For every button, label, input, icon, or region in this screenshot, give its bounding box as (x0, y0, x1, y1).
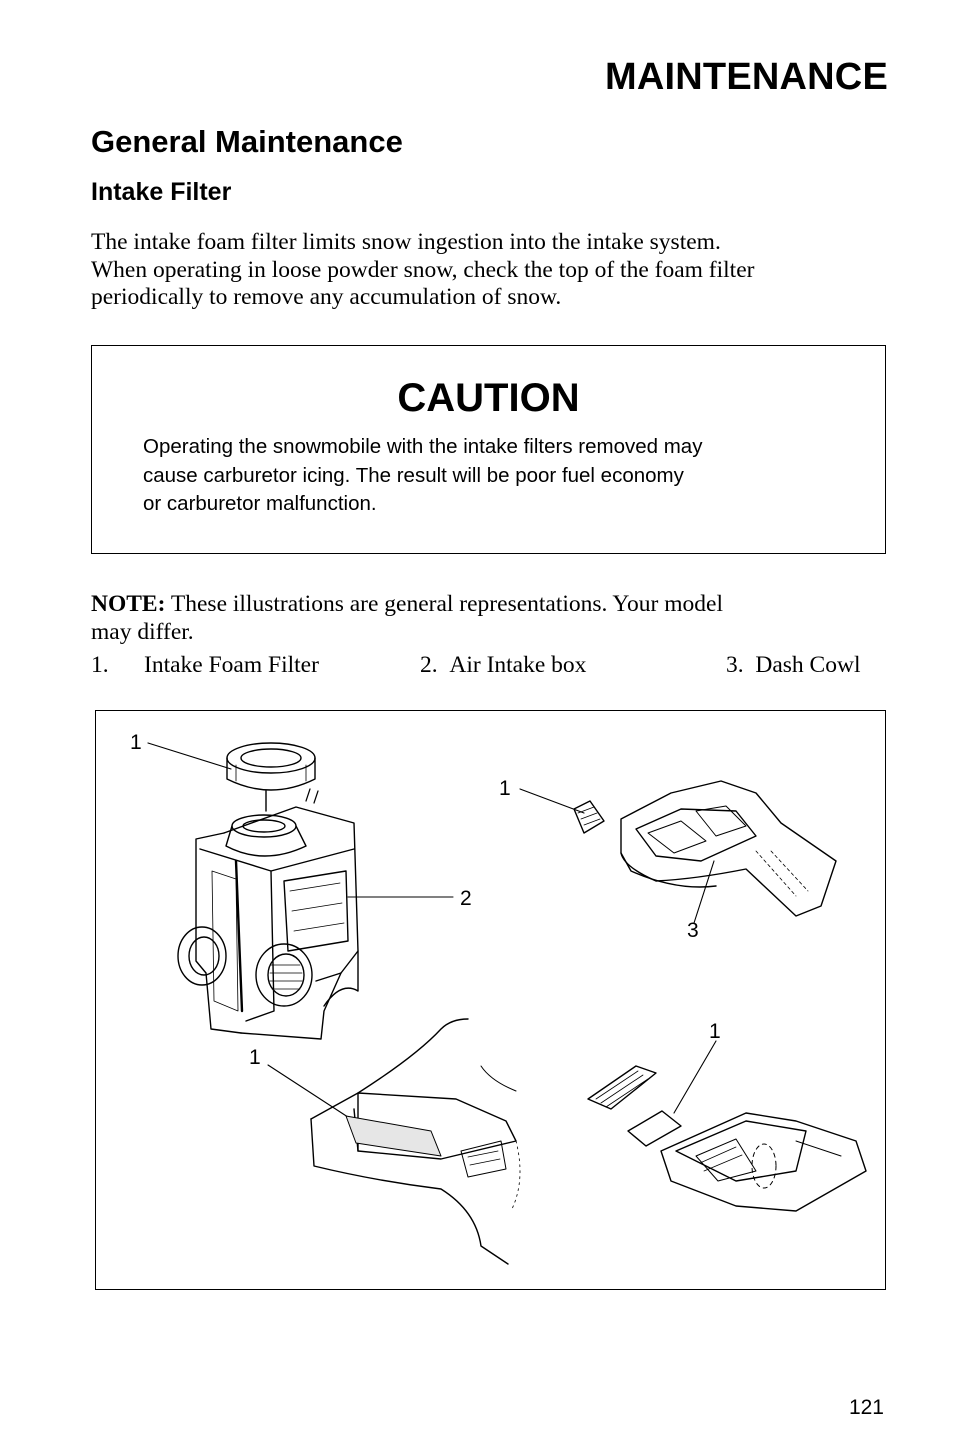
page-number: 121 (848, 1396, 884, 1419)
caution-line: or carburetor malfunction. (143, 492, 377, 515)
legend-number-3: 3. (726, 652, 744, 678)
callout-1-hood-filter: 1 (249, 1046, 261, 1069)
note-line: may differ. (91, 618, 194, 645)
intake-filter-drawing (147, 742, 867, 1265)
leader-lines (147, 742, 717, 1122)
note-text: These illustrations are general represen… (165, 591, 723, 617)
legend-item-dash-cowl: 3. Dash Cowl (726, 652, 860, 679)
intro-line: When operating in loose powder snow, che… (91, 256, 755, 283)
heading-general-maintenance: General Maintenance (91, 124, 403, 159)
legend-item-air-intake-box: 2. Air Intake box (420, 652, 586, 679)
caution-text: Operating the snowmobile with the intake… (143, 433, 702, 519)
note-label: NOTE: (91, 591, 166, 617)
legend-number-2: 2. (420, 652, 438, 678)
caution-line: cause carburetor icing. The result will … (143, 463, 684, 487)
note-line: NOTE: These illustrations are general re… (91, 591, 891, 619)
intro-line: The intake foam filter limits snow inges… (91, 229, 721, 255)
section-header: MAINTENANCE (605, 56, 888, 98)
legend-label-air-intake-box: Air Intake box (449, 652, 587, 678)
intake-filter-illustration: 1 1 2 3 1 1 (95, 710, 886, 1290)
note-paragraph: NOTE: These illustrations are general re… (91, 591, 891, 646)
callout-3-dash-cowl: 3 (687, 919, 699, 942)
legend-label-dash-cowl: Dash Cowl (755, 652, 861, 678)
caution-box: CAUTION Operating the snowmobile with th… (91, 345, 886, 554)
callout-1-dash-filter: 1 (499, 777, 511, 800)
caution-title: CAUTION (397, 376, 580, 420)
callout-2-air-intake-box: 2 (460, 887, 472, 910)
legend-label-intake-foam-filter: Intake Foam Filter (144, 652, 319, 678)
intro-line: periodically to remove any accumulation … (91, 284, 562, 310)
legend-number-1: 1. (91, 652, 109, 678)
dash-cowl-drawing (573, 780, 837, 917)
foam-filter-ring-drawing (226, 742, 316, 791)
callout-1-panel-filter: 1 (709, 1020, 721, 1043)
vent-grille-drawing (587, 1065, 682, 1147)
hood-drawing (310, 1018, 521, 1265)
callout-1-foam-filter: 1 (130, 731, 142, 754)
heading-intake-filter: Intake Filter (91, 178, 232, 206)
air-intake-box-drawing (177, 788, 359, 1040)
hood-panel-drawing (660, 1112, 867, 1212)
intro-paragraph: The intake foam filter limits snow inges… (91, 229, 891, 312)
caution-line: Operating the snowmobile with the intake… (143, 435, 703, 458)
